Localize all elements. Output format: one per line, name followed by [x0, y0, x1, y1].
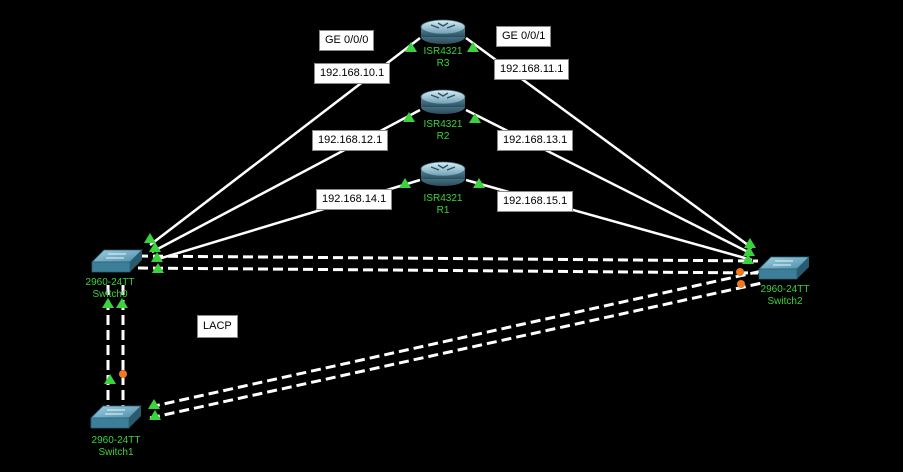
port-up-indicator [742, 254, 754, 264]
switch0-icon[interactable] [91, 249, 143, 273]
switch1-label[interactable]: 2960-24TT Switch1 [84, 435, 148, 459]
link-up-indicators [102, 42, 756, 420]
router-r1-name: R1 [436, 205, 450, 216]
port-up-indicator [467, 42, 479, 52]
router-r1-label[interactable]: ISR4321 R1 [421, 193, 465, 217]
switch0-name: Switch0 [92, 289, 128, 300]
router-r3-icon[interactable] [420, 19, 466, 44]
link-switch1-switch2-b[interactable] [149, 281, 763, 420]
port-up-indicator [152, 263, 164, 273]
port-up-indicator [149, 242, 161, 252]
port-up-indicator [149, 410, 161, 420]
port-blocked-indicator [737, 280, 745, 288]
router-r2-icon[interactable] [420, 89, 466, 114]
port-up-indicator [469, 113, 481, 123]
switch2-label[interactable]: 2960-24TT Switch2 [753, 284, 817, 308]
router-r3-name: R3 [436, 58, 450, 69]
port-up-indicator [744, 238, 756, 248]
port-up-indicator [399, 178, 411, 188]
router-links [149, 36, 753, 262]
port-up-indicator [116, 298, 128, 308]
link-switch0-switch2-b[interactable] [137, 266, 759, 275]
note-r2-right-ip[interactable]: 192.168.13.1 [497, 130, 574, 151]
switch0-label[interactable]: 2960-24TT Switch0 [78, 277, 142, 301]
switch2-icon[interactable] [758, 256, 810, 280]
switch2-model: 2960-24TT [760, 284, 810, 295]
router-r2-model: ISR4321 [423, 119, 463, 130]
note-lacp[interactable]: LACP [197, 315, 238, 338]
router-r2-name: R2 [436, 131, 450, 142]
switch0-model: 2960-24TT [85, 277, 135, 288]
port-up-indicator [151, 252, 163, 262]
note-ge000[interactable]: GE 0/0/0 [319, 30, 375, 51]
port-up-indicator [104, 374, 116, 384]
router-r1-icon[interactable] [420, 161, 466, 186]
port-up-indicator [148, 399, 160, 409]
note-r3-left-ip[interactable]: 192.168.10.1 [314, 63, 391, 84]
switch1-icon[interactable] [90, 405, 142, 429]
port-up-indicator [403, 112, 415, 122]
router-r2-label[interactable]: ISR4321 R2 [421, 119, 465, 143]
port-blocked-indicator [119, 370, 127, 378]
note-r2-left-ip[interactable]: 192.168.12.1 [312, 130, 389, 151]
router-r3-model: ISR4321 [423, 46, 463, 57]
link-blocked-indicators [119, 268, 745, 378]
switch1-name: Switch1 [98, 447, 134, 458]
switch1-model: 2960-24TT [91, 435, 141, 446]
port-up-indicator [144, 233, 156, 243]
router-r3-label[interactable]: ISR4321 R3 [421, 46, 465, 70]
note-r3-right-ip[interactable]: 192.168.11.1 [494, 59, 570, 80]
note-r1-right-ip[interactable]: 192.168.15.1 [497, 191, 574, 212]
port-up-indicator [102, 298, 114, 308]
link-switch1-switch2-a[interactable] [149, 269, 763, 409]
note-ge001[interactable]: GE 0/0/1 [496, 26, 552, 47]
switch2-name: Switch2 [767, 296, 803, 307]
link-switch0-switch2-a[interactable] [137, 254, 759, 263]
router-r1-model: ISR4321 [423, 193, 463, 204]
port-up-indicator [743, 246, 755, 256]
port-up-indicator [473, 178, 485, 188]
port-up-indicator [405, 42, 417, 52]
port-blocked-indicator [736, 268, 744, 276]
note-r1-left-ip[interactable]: 192.168.14.1 [316, 189, 393, 210]
